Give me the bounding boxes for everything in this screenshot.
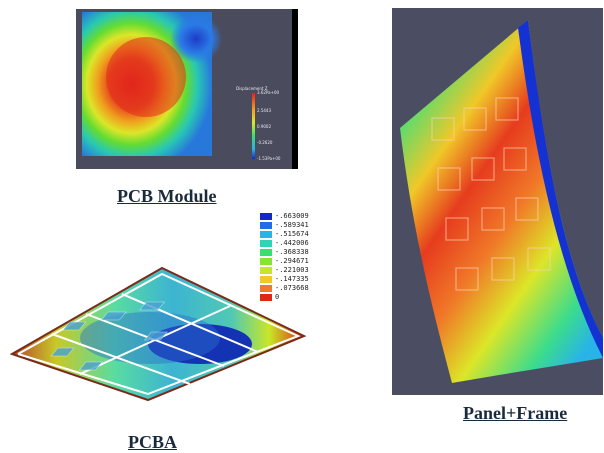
legend-swatch — [260, 294, 272, 301]
legend-value: -.073668 — [275, 284, 309, 292]
legend-value: -.294671 — [275, 257, 309, 265]
pcb-colorbar-tick: 3.62Pa+00 — [257, 90, 279, 95]
pcb-module-contour-plot: Displacement Z 3.62Pa+00 2.5443 0.9002 -… — [76, 9, 298, 169]
pcb-colorbar-tick: -1.53Pa+00 — [257, 156, 281, 161]
pcb-colorbar-gradient — [252, 93, 255, 159]
pcb-colorbar-tick: -0.2620 — [257, 140, 273, 145]
legend-swatch — [260, 240, 272, 247]
caption-pcba: PCBA — [128, 432, 177, 452]
legend-swatch — [260, 222, 272, 229]
legend-value: -.147335 — [275, 275, 309, 283]
viewport-border — [292, 9, 298, 169]
legend-swatch — [260, 267, 272, 274]
contour-red-region — [106, 37, 186, 117]
panel-frame-edge — [518, 20, 603, 358]
pcba-deformation-plot — [10, 266, 307, 402]
caption-pcb-module: PCB Module — [117, 186, 217, 206]
legend-value: -.589341 — [275, 221, 309, 229]
legend-swatch — [260, 213, 272, 220]
legend-value: -.442006 — [275, 239, 309, 247]
panel-cells — [431, 97, 551, 291]
pcb-colorbar-tick: 0.9002 — [257, 124, 271, 129]
legend-value: -.663009 — [275, 212, 309, 220]
legend-swatch — [260, 231, 272, 238]
panel-frame-contour-plot — [392, 8, 603, 395]
legend-swatch — [260, 249, 272, 256]
legend-swatch — [260, 258, 272, 265]
panel-surface — [400, 20, 603, 383]
pcba-max-deflection-region — [148, 324, 252, 364]
pcba-components — [50, 301, 168, 371]
pcb-module-contour-svg: Displacement Z 3.62Pa+00 2.5443 0.9002 -… — [82, 12, 281, 161]
legend-value: -.368338 — [275, 248, 309, 256]
contour-blue-region — [170, 15, 222, 63]
pcb-colorbar-title: Displacement Z — [236, 86, 268, 91]
legend-swatch — [260, 285, 272, 292]
caption-panel-frame: Panel+Frame — [463, 403, 568, 423]
legend-swatch — [260, 276, 272, 283]
legend-value: -.515674 — [275, 230, 309, 238]
pcb-colorbar: Displacement Z 3.62Pa+00 2.5443 0.9002 -… — [236, 86, 281, 161]
pcb-colorbar-tick: 2.5443 — [257, 108, 271, 113]
legend-value: -.221003 — [275, 266, 309, 274]
panel-frame-svg — [400, 20, 603, 383]
legend-value: 0 — [275, 293, 280, 301]
